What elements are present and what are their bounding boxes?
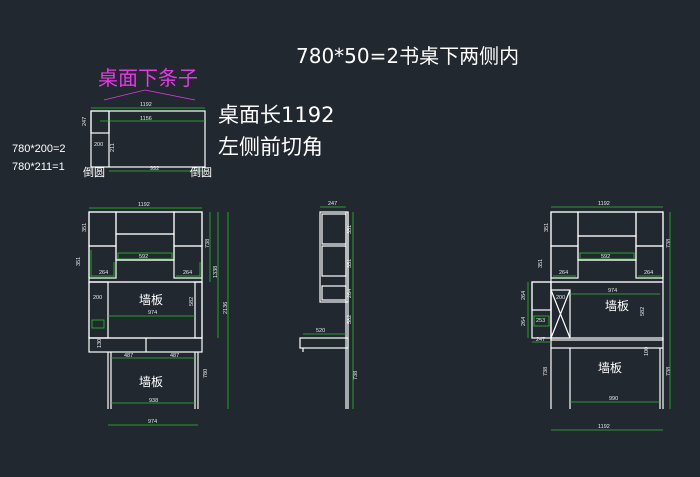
side-upper-cell-2 (321, 245, 347, 277)
front-dim-582: 582 (189, 297, 195, 306)
dim-1192-text: 1192 (140, 102, 152, 108)
right-dim-264-a: 264 (559, 270, 568, 276)
right-desktop (550, 337, 664, 349)
right-dim-247: 247 (536, 337, 545, 343)
front-dim-592-box (117, 252, 173, 260)
right-dim-990: 990 (609, 396, 618, 402)
side-dim-520-text: 520 (316, 328, 325, 334)
right-dim-264-c: 264 (521, 291, 527, 300)
right-dim-253-box (533, 315, 550, 327)
dim-1156-text: 1156 (140, 116, 152, 122)
top-length-label: 桌面长1192 (218, 103, 334, 127)
right-dim-974: 974 (608, 288, 617, 294)
right-elevation: 1192 351 592 738 351 264 264 200 264 253… (521, 201, 672, 431)
right-dim-351-b: 351 (538, 259, 544, 268)
front-dim-592-text: 592 (139, 254, 148, 260)
front-dim-264-b: 264 (183, 270, 192, 276)
right-drawer-top (531, 281, 552, 311)
dim-200-text: 200 (94, 142, 103, 148)
front-dim-200: 200 (93, 295, 102, 301)
desk-strip-section: 桌面下条子 1192 1156 247 200 211 992 780*200=… (12, 66, 334, 179)
right-top-left-cell (550, 211, 579, 247)
round-right-label: 倒圆 (190, 166, 212, 179)
side-upper-frame (319, 211, 349, 303)
right-dim-253: 253 (536, 318, 545, 324)
side-dim-247-text: 247 (328, 201, 337, 207)
front-wall-top: 墙板 (139, 293, 163, 307)
front-desk-upper (88, 281, 203, 339)
front-left-lower-cell (88, 245, 117, 279)
front-top-left-cell (88, 211, 117, 247)
right-dim-351-a: 351 (544, 223, 550, 232)
front-dim-1192-text: 1192 (138, 202, 150, 208)
right-dim-592-box (579, 252, 635, 260)
front-dim-351-b: 351 (76, 257, 82, 266)
front-dim-200-box (91, 319, 105, 329)
right-dim-738-c: 738 (666, 367, 672, 376)
right-top-right-cell (635, 211, 664, 247)
front-right-lower-cell (173, 245, 203, 279)
side-dim-351-b: 351 (347, 259, 353, 268)
front-dim-487-a: 487 (124, 353, 133, 359)
callout-line-left (103, 89, 146, 101)
side-dim-738: 738 (353, 371, 359, 380)
right-right-lower-cell (635, 245, 664, 279)
front-dim-130: 130 (97, 339, 103, 348)
right-dim-200: 200 (556, 295, 565, 301)
side-upper-cell-3 (321, 285, 347, 301)
front-dim-1338: 1338 (213, 266, 219, 278)
drawing-title: 780*50=2书桌下两侧内 (296, 44, 519, 68)
side-dim-351-a: 351 (347, 225, 353, 234)
front-dim-974-b: 974 (148, 419, 157, 425)
front-right-panel (194, 281, 203, 339)
side-upper-cell-1 (321, 213, 347, 245)
dim-992-text: 992 (150, 166, 159, 172)
right-left-lower-cell (550, 245, 579, 279)
front-dim-938: 938 (149, 398, 158, 404)
front-dim-974-a: 974 (148, 310, 157, 316)
right-dim-264-d: 264 (521, 317, 527, 326)
front-dim-264-a: 264 (99, 270, 108, 276)
side-dim-264: 264 (347, 289, 353, 298)
right-dim-738-b: 738 (543, 367, 549, 376)
side-dim-582: 582 (347, 315, 353, 324)
right-dim-592: 592 (601, 254, 610, 260)
front-dim-351-a: 351 (82, 223, 88, 232)
strip-front-left (90, 110, 110, 134)
front-dim-487-b: 487 (170, 353, 179, 359)
dim-247-text: 247 (82, 117, 88, 126)
front-left-panel (88, 281, 109, 339)
callout-line-right (144, 89, 196, 101)
front-center-upper (115, 211, 175, 235)
right-center-upper (577, 211, 637, 237)
front-wall-bottom: 墙板 (139, 375, 163, 389)
front-elevation: 1192 592 351 351 264 264 200 974 582 738… (76, 202, 229, 426)
front-dim-738-a: 738 (205, 239, 211, 248)
strip-outline (90, 110, 206, 168)
front-dim-2136: 2136 (223, 302, 229, 314)
right-dim-264-b: 264 (644, 270, 653, 276)
right-dim-1192-a: 1192 (598, 201, 610, 207)
note-780-211: 780*211=1 (12, 161, 65, 173)
right-dim-1192-b: 1192 (598, 424, 610, 430)
dim-211-text: 211 (110, 143, 116, 152)
right-dim-100: 100 (644, 347, 650, 356)
right-dim-738-a: 738 (666, 239, 672, 248)
front-top-right-cell (173, 211, 203, 247)
right-dim-582: 582 (640, 307, 646, 316)
right-door-x2 (550, 289, 571, 339)
corner-cut-label: 左侧前切角 (218, 135, 323, 159)
side-desktop (299, 337, 349, 349)
front-dim-780: 780 (203, 369, 209, 378)
round-left-label: 倒圆 (83, 166, 105, 179)
right-wall-top: 墙板 (605, 299, 629, 313)
note-780-200: 780*200=2 (12, 143, 66, 155)
desk-strip-label: 桌面下条子 (98, 66, 198, 90)
side-elevation: 247 351 351 264 582 520 738 (299, 201, 359, 409)
right-wall-bottom: 墙板 (598, 361, 622, 375)
